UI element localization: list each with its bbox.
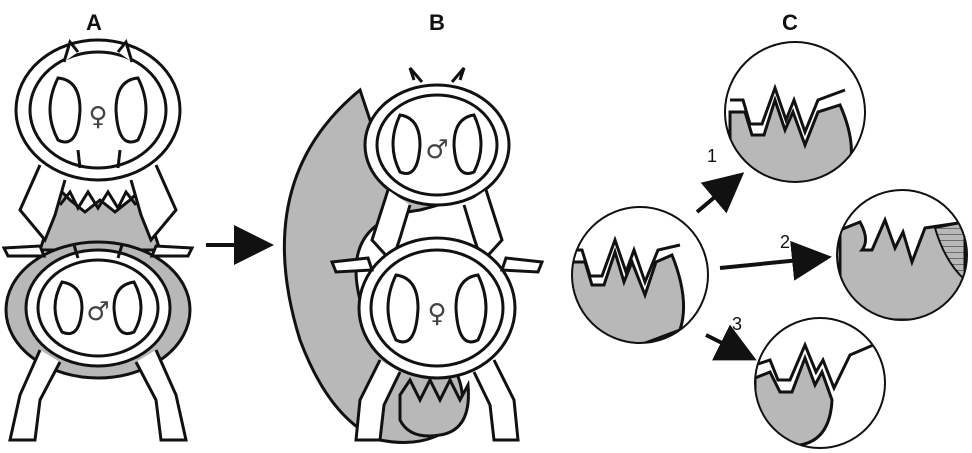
arrow-to-outcome-3 (706, 335, 746, 355)
outcome-label-1: 1 (707, 146, 717, 166)
panel-c: 1 2 3 (570, 42, 967, 448)
detail-circle-outcome-1 (725, 42, 865, 190)
panel-label-c: C (782, 10, 798, 35)
detail-circle-initial (570, 207, 708, 345)
panel-label-a: A (86, 10, 102, 35)
outcome-label-3: 3 (732, 314, 742, 334)
female-symbol-a: ♀ (88, 102, 107, 132)
female-symbol-b: ♀ (427, 299, 446, 329)
outcome-label-2: 2 (780, 232, 790, 252)
panel-a: ♀ ♂ (4, 40, 192, 440)
male-symbol-a: ♂ (86, 297, 109, 327)
detail-circle-outcome-2 (837, 190, 967, 320)
detail-circle-outcome-3 (755, 318, 885, 448)
arrow-to-outcome-2 (720, 258, 820, 268)
panel-b: ♂ ♀ (284, 68, 542, 443)
panel-label-b: B (429, 10, 445, 35)
mite-male-b (365, 68, 509, 262)
arrow-to-outcome-1 (697, 180, 735, 212)
male-symbol-b: ♂ (425, 135, 448, 165)
